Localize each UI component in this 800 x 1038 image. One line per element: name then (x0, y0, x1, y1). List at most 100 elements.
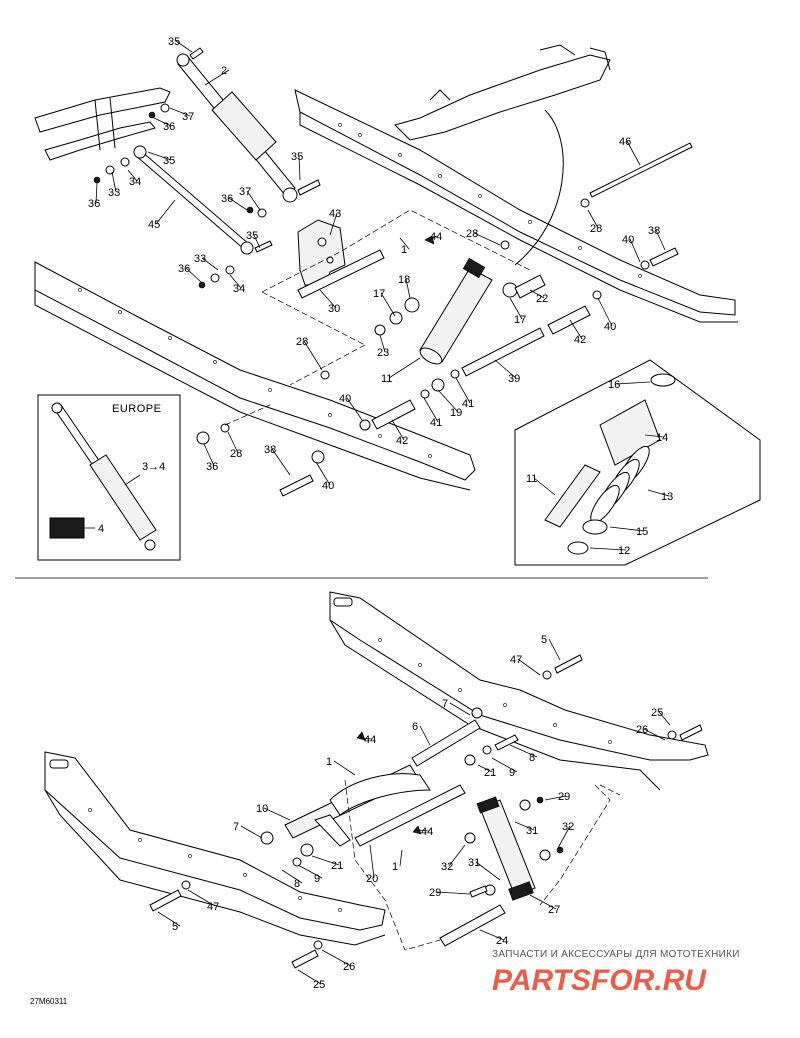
callout-c22: 22 (536, 293, 548, 305)
europe-arrow-label: 3→4 (142, 461, 165, 473)
callout-c38a: 38 (648, 225, 660, 237)
callout-c14: 14 (656, 432, 668, 444)
axle-30 (297, 249, 385, 299)
bolts-lower (149, 654, 703, 969)
leader-line-c44b (359, 737, 373, 740)
callout-c7a: 7 (442, 698, 448, 710)
callout-c11a: 11 (381, 373, 392, 385)
leader-line-c44a (427, 235, 439, 239)
leader-line-c26b (321, 949, 352, 967)
callout-c37a: 37 (182, 111, 194, 123)
leader-line-c17a (380, 292, 396, 317)
leader-line-c21a (477, 764, 493, 773)
callout-c44a: 44 (430, 231, 442, 243)
right-side-rail-upper (294, 44, 738, 323)
leader-line-c7a (449, 702, 471, 716)
leader-line-c39 (494, 359, 517, 379)
leader-line-c40b (597, 297, 613, 327)
callout-c40c: 40 (339, 393, 351, 405)
leader-line-c1b (333, 760, 356, 776)
callout-c28b: 28 (590, 223, 602, 235)
front-arm-sketch (34, 87, 171, 161)
leader-line-c2 (204, 69, 230, 86)
leader-line-c5b (157, 911, 181, 927)
coil-spring-13 (590, 445, 650, 524)
leader-line-c10 (263, 807, 291, 821)
figure-reference: 27M60311 (30, 997, 68, 1006)
callout-c24: 24 (496, 935, 508, 947)
dashed-leaders-lower (344, 779, 621, 951)
callout-c1a: 1 (401, 244, 407, 256)
leader-line-c41b (423, 397, 439, 423)
shock-absorber-2 (176, 53, 298, 203)
callout-c26a: 26 (636, 724, 648, 736)
leader-line-c28c (303, 340, 323, 371)
leader-line-c25a (658, 711, 671, 726)
leader-line-c40a (629, 238, 641, 263)
leader-line-c28b (587, 209, 599, 229)
callout-c38b: 38 (264, 444, 276, 456)
callout-c37b: 37 (239, 186, 251, 198)
right-side-rail-lower (329, 591, 709, 791)
leader-line-c19 (437, 389, 459, 413)
callout-c47b: 47 (207, 901, 219, 913)
watermark: ЗАПЧАСТИ И АКСЕССУАРЫ ДЛЯ МОТОТЕХНИКИ PA… (492, 949, 740, 997)
callout-c20: 20 (366, 873, 378, 885)
callout-c9b: 9 (314, 873, 320, 885)
leader-line-c28a (473, 232, 501, 246)
callout-c18: 18 (398, 274, 410, 286)
leader-line-c21b (311, 855, 340, 866)
callout-c28a: 28 (466, 228, 478, 240)
callout-c35a: 35 (168, 36, 180, 48)
leader-line-c35b (147, 151, 172, 161)
leader-line-c44c (417, 829, 430, 832)
callout-c36d: 36 (178, 263, 190, 275)
callout-c44c: 44 (421, 826, 433, 838)
leader-line-c43 (329, 212, 338, 236)
callout-c21b: 21 (331, 860, 343, 872)
leader-line-c16 (615, 381, 651, 385)
callout-c47a: 47 (510, 654, 522, 666)
leader-line-c28d (227, 431, 239, 454)
callout-c36a: 36 (163, 121, 175, 133)
leader-line-c9b (297, 864, 323, 879)
callout-c26b: 26 (343, 961, 355, 973)
leader-line-c35a (175, 40, 193, 53)
leader-line-c7b (240, 825, 263, 839)
callout-c25a: 25 (651, 707, 663, 719)
leader-line-c38b (271, 448, 291, 476)
leader-line-c31b (475, 861, 501, 881)
callout-c46: 46 (619, 136, 631, 148)
callout-c34a: 34 (129, 176, 141, 188)
leader-line-c27 (529, 894, 557, 910)
callout-c12: 12 (618, 545, 630, 557)
callout-c17b: 17 (514, 314, 526, 326)
leader-line-c24 (479, 929, 505, 941)
leader-line-c11b (533, 477, 556, 496)
bolts-upper (189, 47, 679, 497)
callout-c9a: 9 (509, 767, 515, 779)
callout-c41b: 41 (430, 417, 442, 429)
callout-c29b: 29 (429, 887, 441, 899)
callout-c28c: 28 (296, 336, 308, 348)
watermark-logo: PARTSFOR.RU (492, 964, 707, 997)
europe-part-label: 4 (98, 523, 104, 535)
callout-c43: 43 (329, 208, 341, 220)
leader-line-c17b (509, 297, 523, 320)
leader-line-c5a (548, 638, 561, 661)
axle-39 (461, 327, 545, 377)
watermark-tagline: ЗАПЧАСТИ И АКСЕССУАРЫ ДЛЯ МОТОТЕХНИКИ (492, 949, 740, 960)
callout-c40d: 40 (322, 480, 334, 492)
callout-c36c: 36 (221, 193, 233, 205)
callout-c17a: 17 (373, 288, 385, 300)
callout-c13: 13 (661, 491, 673, 503)
callout-c41a: 41 (462, 398, 474, 410)
callout-c10: 10 (256, 803, 268, 815)
leader-line-c40d (315, 461, 331, 486)
leader-line-c1c (399, 849, 403, 867)
hardware-washers (93, 103, 650, 464)
left-side-rail-upper (34, 261, 476, 491)
callout-c11b: 11 (526, 473, 537, 485)
